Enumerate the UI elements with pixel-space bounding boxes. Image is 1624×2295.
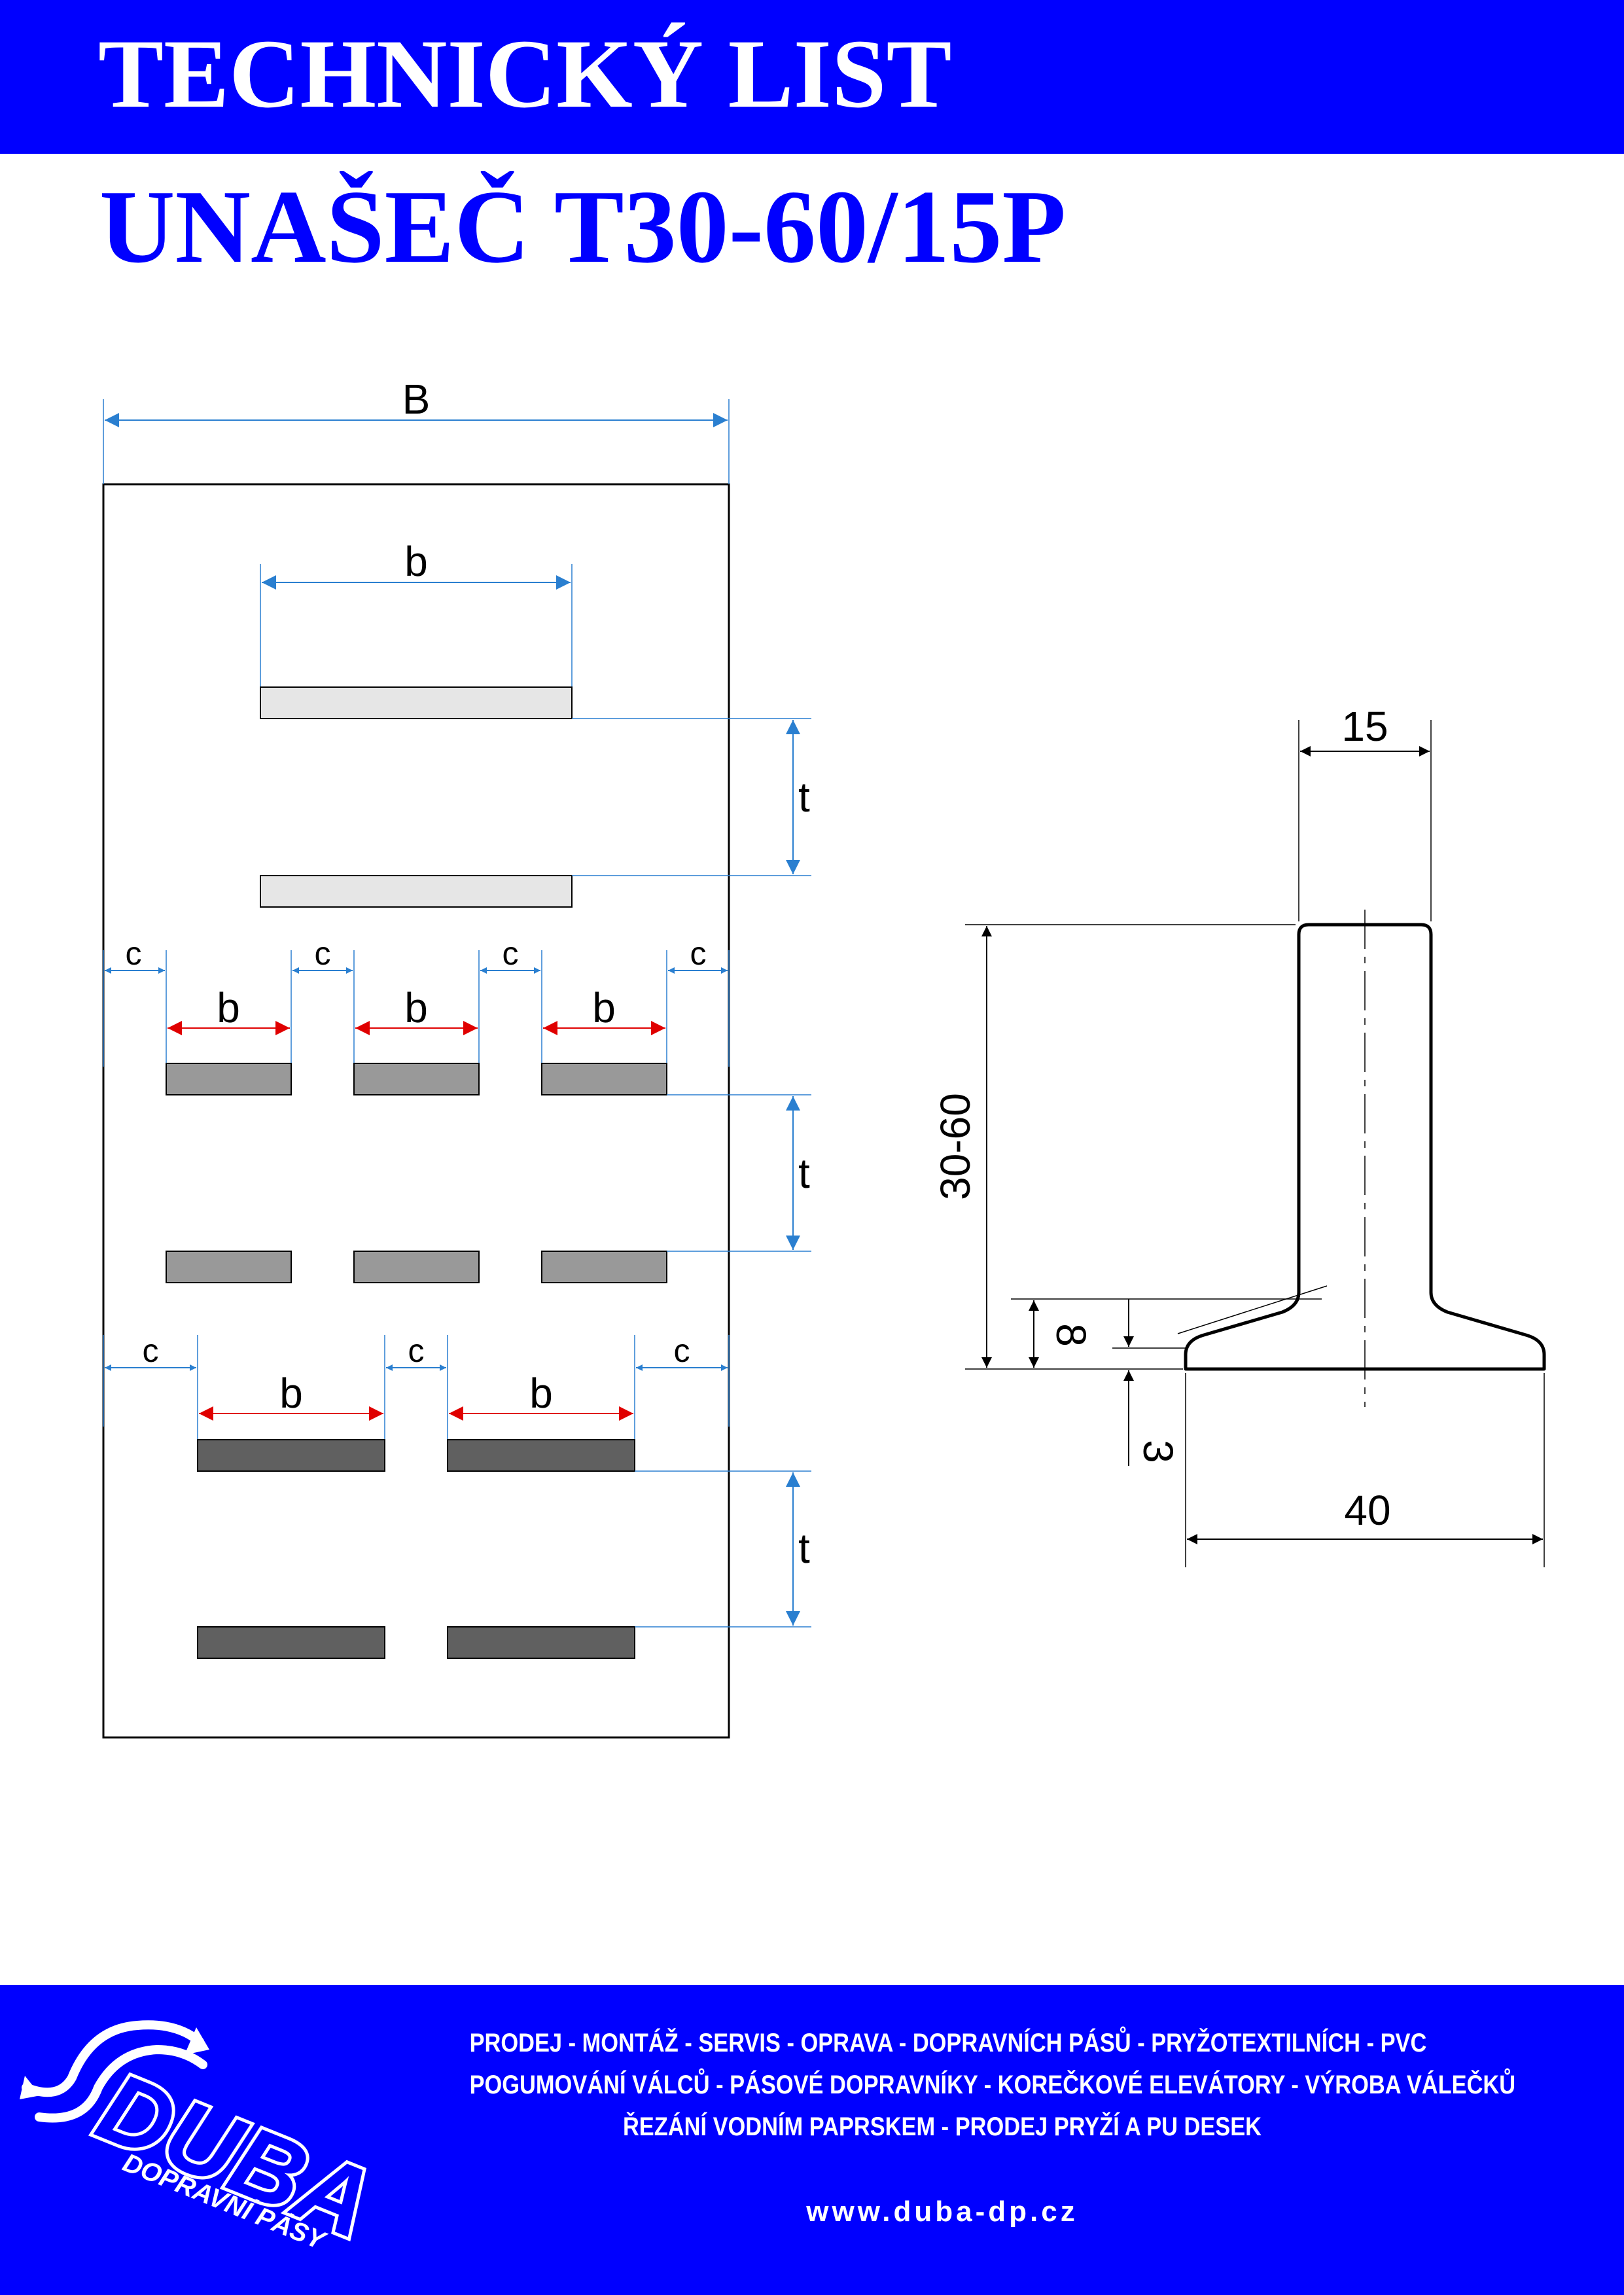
segment-width-label: b (404, 984, 428, 1031)
gap-label: c (674, 1332, 690, 1369)
cleat-segment (166, 1251, 292, 1283)
pitch-label: t (798, 1525, 810, 1572)
cleat-segment (541, 1063, 667, 1095)
cleat-segment (353, 1063, 480, 1095)
fillet-label: 8 (1048, 1323, 1095, 1347)
cleat-segment (447, 1626, 635, 1659)
footer-bar (0, 1985, 1624, 2295)
cleat-segment (197, 1626, 385, 1659)
segment-width-label: b (279, 1370, 303, 1417)
pitch-label: t (798, 1150, 810, 1197)
cleat-segment (541, 1251, 667, 1283)
belt-layout-diagram: B b t c c c c b b b (102, 376, 811, 1739)
gap-label: c (690, 935, 707, 972)
cleat-segment (447, 1439, 635, 1472)
base-thickness-label: 3 (1135, 1440, 1182, 1463)
segment-width-label: b (529, 1370, 553, 1417)
gap-label: c (143, 1332, 159, 1369)
segment-width-label: b (404, 538, 428, 585)
cleat-segment (353, 1251, 480, 1283)
pitch-label: t (798, 774, 810, 821)
services-line: POGUMOVÁNÍ VÁLCŮ - PÁSOVÉ DOPRAVNÍKY - K… (469, 2071, 1516, 2099)
product-title: UNAŠEČ T30-60/15P (99, 168, 1067, 285)
gap-label: c (126, 935, 142, 972)
t-profile-outline (1184, 923, 1546, 1371)
duba-logo: DUBA DOPRAVNÍ PÁSY (20, 2020, 391, 2262)
base-width-label: 40 (1344, 1487, 1390, 1534)
swoosh-icon (22, 2020, 204, 2097)
header-bar: TECHNICKÝ LIST (0, 0, 1624, 154)
leader-line (1177, 1285, 1328, 1334)
height-label: 30-60 (932, 1093, 979, 1200)
belt-width-label: B (402, 376, 431, 423)
website-link[interactable]: www.duba-dp.cz (806, 2196, 1078, 2228)
cleat-segment (260, 875, 573, 908)
cleat-segment (197, 1439, 385, 1472)
cleat-segment (166, 1063, 292, 1095)
segment-width-label: b (592, 984, 616, 1031)
profile-cross-section: 15 30-60 8 3 40 (932, 703, 1546, 1567)
document-title: TECHNICKÝ LIST (98, 20, 952, 128)
swoosh-icon (35, 2044, 207, 2123)
services-line: PRODEJ - MONTÁŽ - SERVIS - OPRAVA - DOPR… (469, 2029, 1427, 2057)
cleat-segment (260, 686, 573, 719)
top-width-label: 15 (1341, 703, 1388, 750)
segment-width-label: b (217, 984, 240, 1031)
services-line: ŘEZÁNÍ VODNÍM PAPRSKEM - PRODEJ PRYŽÍ A … (622, 2112, 1262, 2141)
gap-label: c (408, 1332, 425, 1369)
gap-label: c (503, 935, 519, 972)
arrow-head-icon (20, 2076, 41, 2099)
belt-outline (102, 483, 730, 1739)
gap-label: c (315, 935, 331, 972)
arrow-head-icon (185, 2027, 209, 2055)
